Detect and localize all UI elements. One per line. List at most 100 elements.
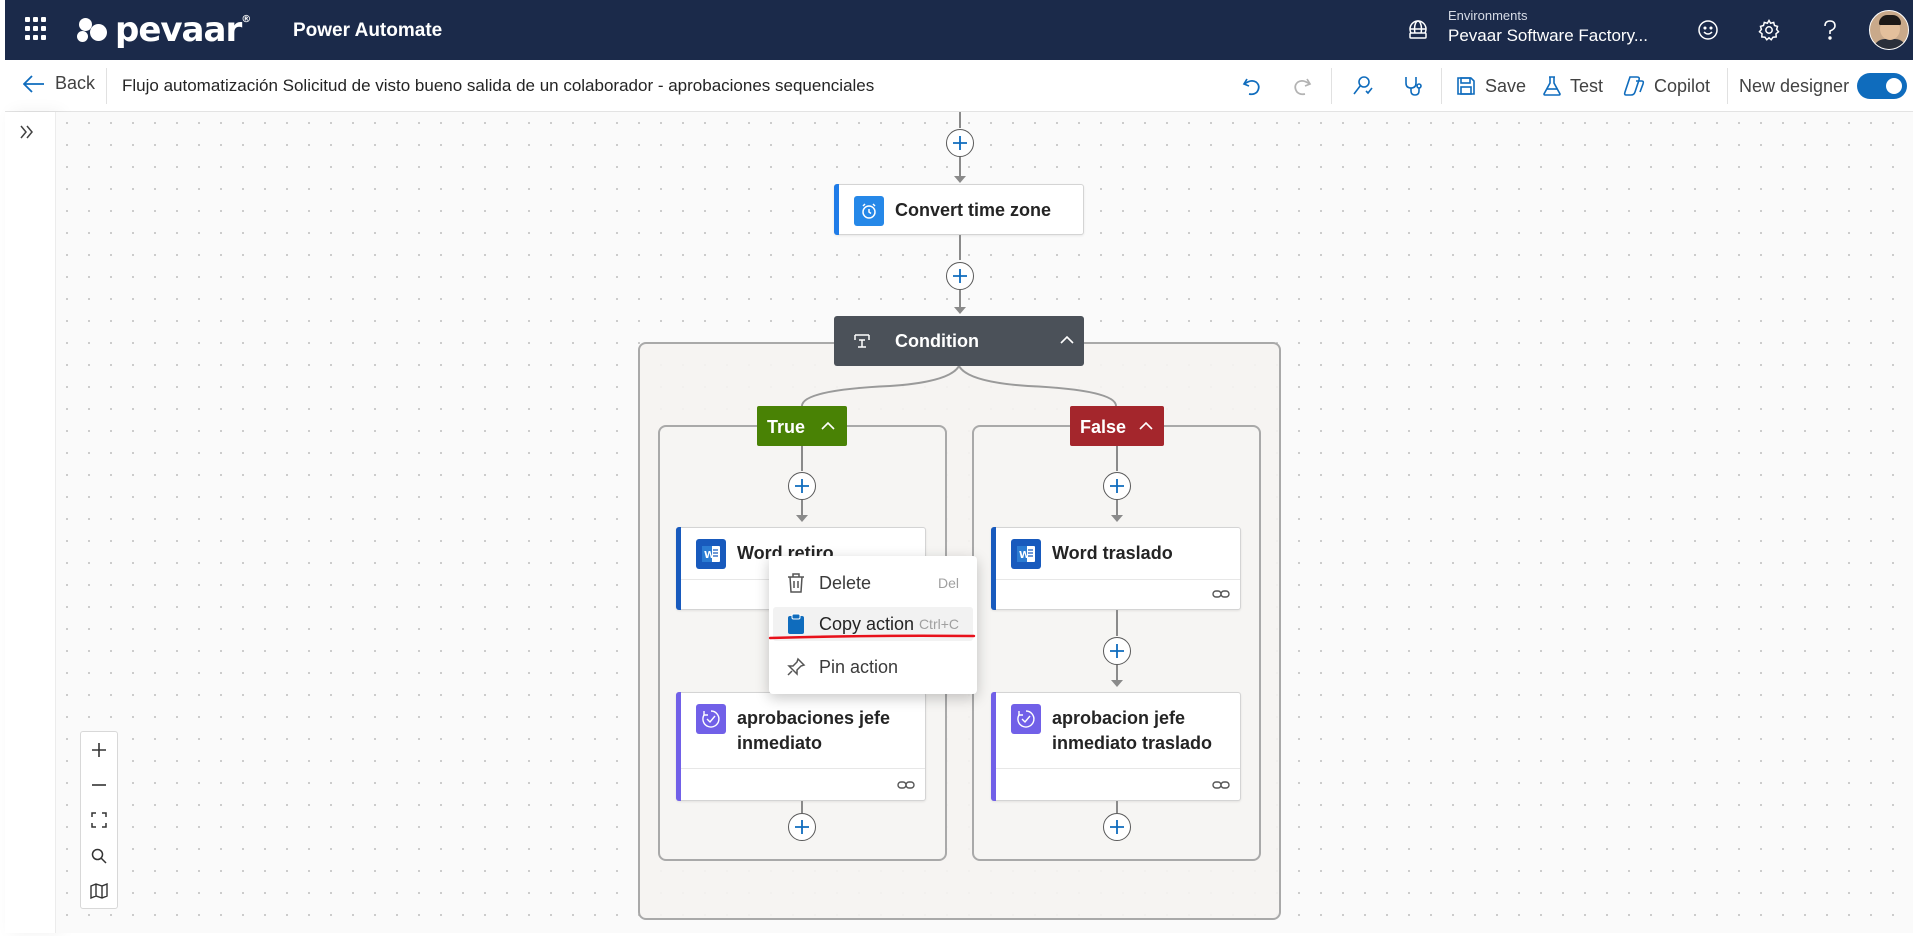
minimap-button[interactable]	[81, 873, 117, 909]
insert-step-button[interactable]	[788, 472, 816, 500]
insert-step-button[interactable]	[946, 129, 974, 157]
connector-line	[1116, 801, 1118, 813]
undo-icon	[1242, 78, 1260, 96]
chevron-up-icon[interactable]	[1060, 335, 1074, 345]
health-button[interactable]	[1401, 72, 1433, 100]
connector-line	[1116, 446, 1118, 471]
plus-icon	[953, 269, 967, 283]
plus-icon	[1110, 820, 1124, 834]
redo-button[interactable]	[1291, 72, 1321, 100]
clipboard-icon	[785, 613, 807, 635]
word-icon: W	[1011, 539, 1041, 569]
approvals-icon	[1011, 704, 1041, 734]
insert-step-button[interactable]	[788, 813, 816, 841]
plus-icon	[92, 743, 106, 757]
undo-button[interactable]	[1241, 72, 1271, 100]
help-icon[interactable]	[1816, 16, 1844, 44]
insert-step-button[interactable]	[1103, 637, 1131, 665]
new-designer-toggle[interactable]	[1857, 73, 1907, 99]
avatar[interactable]	[1869, 10, 1909, 50]
test-button[interactable]: Test	[1542, 72, 1603, 100]
menu-item-pin-action[interactable]: Pin action	[773, 650, 973, 684]
expand-panel-icon[interactable]	[18, 123, 40, 145]
zoom-in-button[interactable]	[81, 732, 117, 768]
arrow-down-icon	[796, 515, 808, 522]
environment-name[interactable]: Pevaar Software Factory...	[1448, 26, 1648, 45]
link-icon[interactable]	[1212, 587, 1230, 601]
card-title: Convert time zone	[895, 200, 1052, 220]
brand-mark-icon	[77, 15, 111, 45]
divider	[106, 68, 107, 104]
stethoscope-icon	[1405, 77, 1422, 96]
smiley-icon[interactable]	[1694, 16, 1722, 44]
connector-line	[801, 500, 803, 516]
condition-header[interactable]: Condition	[834, 316, 1084, 366]
connector-line	[1116, 665, 1118, 681]
save-icon	[1457, 77, 1475, 95]
insert-step-button[interactable]	[1103, 472, 1131, 500]
minus-icon	[92, 784, 106, 786]
copilot-icon	[1623, 76, 1645, 96]
word-traslado-card[interactable]: W Word traslado	[991, 527, 1241, 610]
arrow-down-icon	[954, 176, 966, 183]
gear-icon[interactable]	[1755, 16, 1783, 44]
connector-line	[959, 112, 961, 128]
svg-text:W: W	[1019, 550, 1030, 561]
connector-line	[959, 235, 961, 260]
false-branch-label[interactable]: False	[1070, 406, 1164, 446]
environment-icon[interactable]	[1406, 18, 1430, 42]
flow-title[interactable]: Flujo automatización Solicitud de visto …	[122, 76, 875, 95]
brand-logo[interactable]: pevaar®	[77, 10, 251, 50]
chevron-up-icon[interactable]	[1139, 421, 1153, 431]
command-bar: Back Flujo automatización Solicitud de v…	[5, 60, 1913, 112]
app-title[interactable]: Power Automate	[293, 20, 443, 41]
pin-icon	[785, 656, 807, 678]
app-header: pevaar® Power Automate Environments Peva…	[5, 0, 1913, 60]
insert-step-button[interactable]	[1103, 813, 1131, 841]
search-icon	[91, 848, 107, 864]
plus-icon	[953, 136, 967, 150]
card-title: Word traslado	[1052, 543, 1173, 563]
menu-item-delete[interactable]: Delete Del	[773, 566, 973, 600]
link-icon[interactable]	[1212, 778, 1230, 792]
arrow-down-icon	[1111, 515, 1123, 522]
waffle-icon[interactable]	[25, 17, 49, 41]
insert-step-button[interactable]	[946, 262, 974, 290]
fit-view-icon	[91, 812, 107, 828]
arrow-left-icon	[23, 74, 44, 93]
left-rail	[5, 112, 56, 933]
fit-view-button[interactable]	[81, 802, 117, 838]
redo-icon	[1294, 78, 1312, 96]
back-button[interactable]: Back	[23, 73, 95, 94]
plus-icon	[795, 820, 809, 834]
brand-name: pevaar®	[115, 10, 251, 50]
back-label: Back	[55, 73, 96, 93]
link-icon[interactable]	[897, 778, 915, 792]
svg-text:W: W	[704, 550, 715, 561]
flow-checker-button[interactable]	[1351, 72, 1383, 100]
zoom-out-button[interactable]	[81, 767, 117, 803]
connector-line	[801, 446, 803, 471]
map-icon	[90, 883, 108, 899]
branch-connectors	[801, 366, 1117, 407]
annotation-underline	[768, 634, 976, 640]
word-icon: W	[696, 539, 726, 569]
flow-checker-icon	[1353, 76, 1373, 95]
zoom-controls	[80, 731, 118, 909]
save-label: Save	[1485, 75, 1527, 96]
plus-icon	[1110, 644, 1124, 658]
true-branch-label[interactable]: True	[757, 406, 847, 446]
trash-icon	[785, 572, 807, 594]
convert-time-zone-card[interactable]: Convert time zone	[834, 184, 1084, 235]
chevron-up-icon[interactable]	[821, 421, 835, 431]
copilot-button[interactable]: Copilot	[1622, 72, 1710, 100]
divider	[1331, 68, 1332, 104]
save-button[interactable]: Save	[1455, 72, 1526, 100]
context-menu: Delete Del Copy action Ctrl+C Pin action	[769, 556, 977, 694]
search-button[interactable]	[81, 838, 117, 874]
flask-icon	[1543, 76, 1561, 96]
condition-icon	[854, 334, 870, 348]
